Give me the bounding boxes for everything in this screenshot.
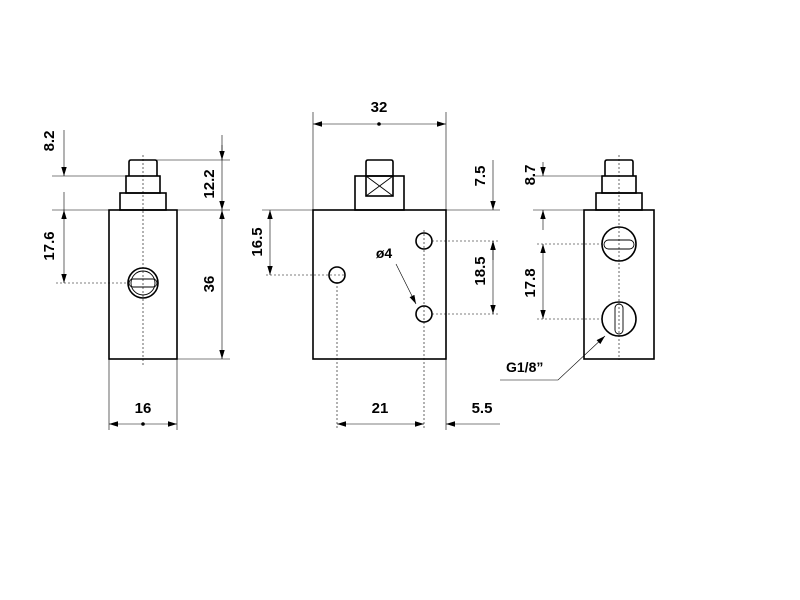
port-leader [500,335,606,381]
hole-leader [395,263,417,305]
dim-left-176: 17.6 [41,231,58,260]
dim-center-21: 21 [372,400,389,417]
center-body [312,209,447,360]
dim-left-122: 12.2 [201,169,218,198]
center-collar [354,175,405,211]
dim-right-178: 17.8 [522,268,539,297]
dim-center-75: 7.5 [472,166,489,187]
center-stem-cross-2 [365,175,394,197]
center-view: 32 16.5 7.5 18.5 21 5.5 ø4 [249,99,500,430]
right-view: 8.7 17.8 G1/8” [500,155,655,381]
center-stem [365,175,394,197]
left-view: 8.2 17.6 12.2 36 16 [41,130,230,430]
dim-right-87: 8.7 [522,165,539,186]
port-label: G1/8” [506,359,543,375]
dim-left-16: 16 [135,400,152,417]
dim-center-55: 5.5 [472,400,493,417]
center-button [365,159,394,176]
dim-left-36: 36 [201,276,218,293]
dim-left-82: 8.2 [41,131,58,152]
hole-label: ø4 [376,245,393,261]
dim-center-32: 32 [371,99,388,116]
dim-center-185: 18.5 [472,256,489,285]
dim-center-165: 16.5 [249,227,266,256]
